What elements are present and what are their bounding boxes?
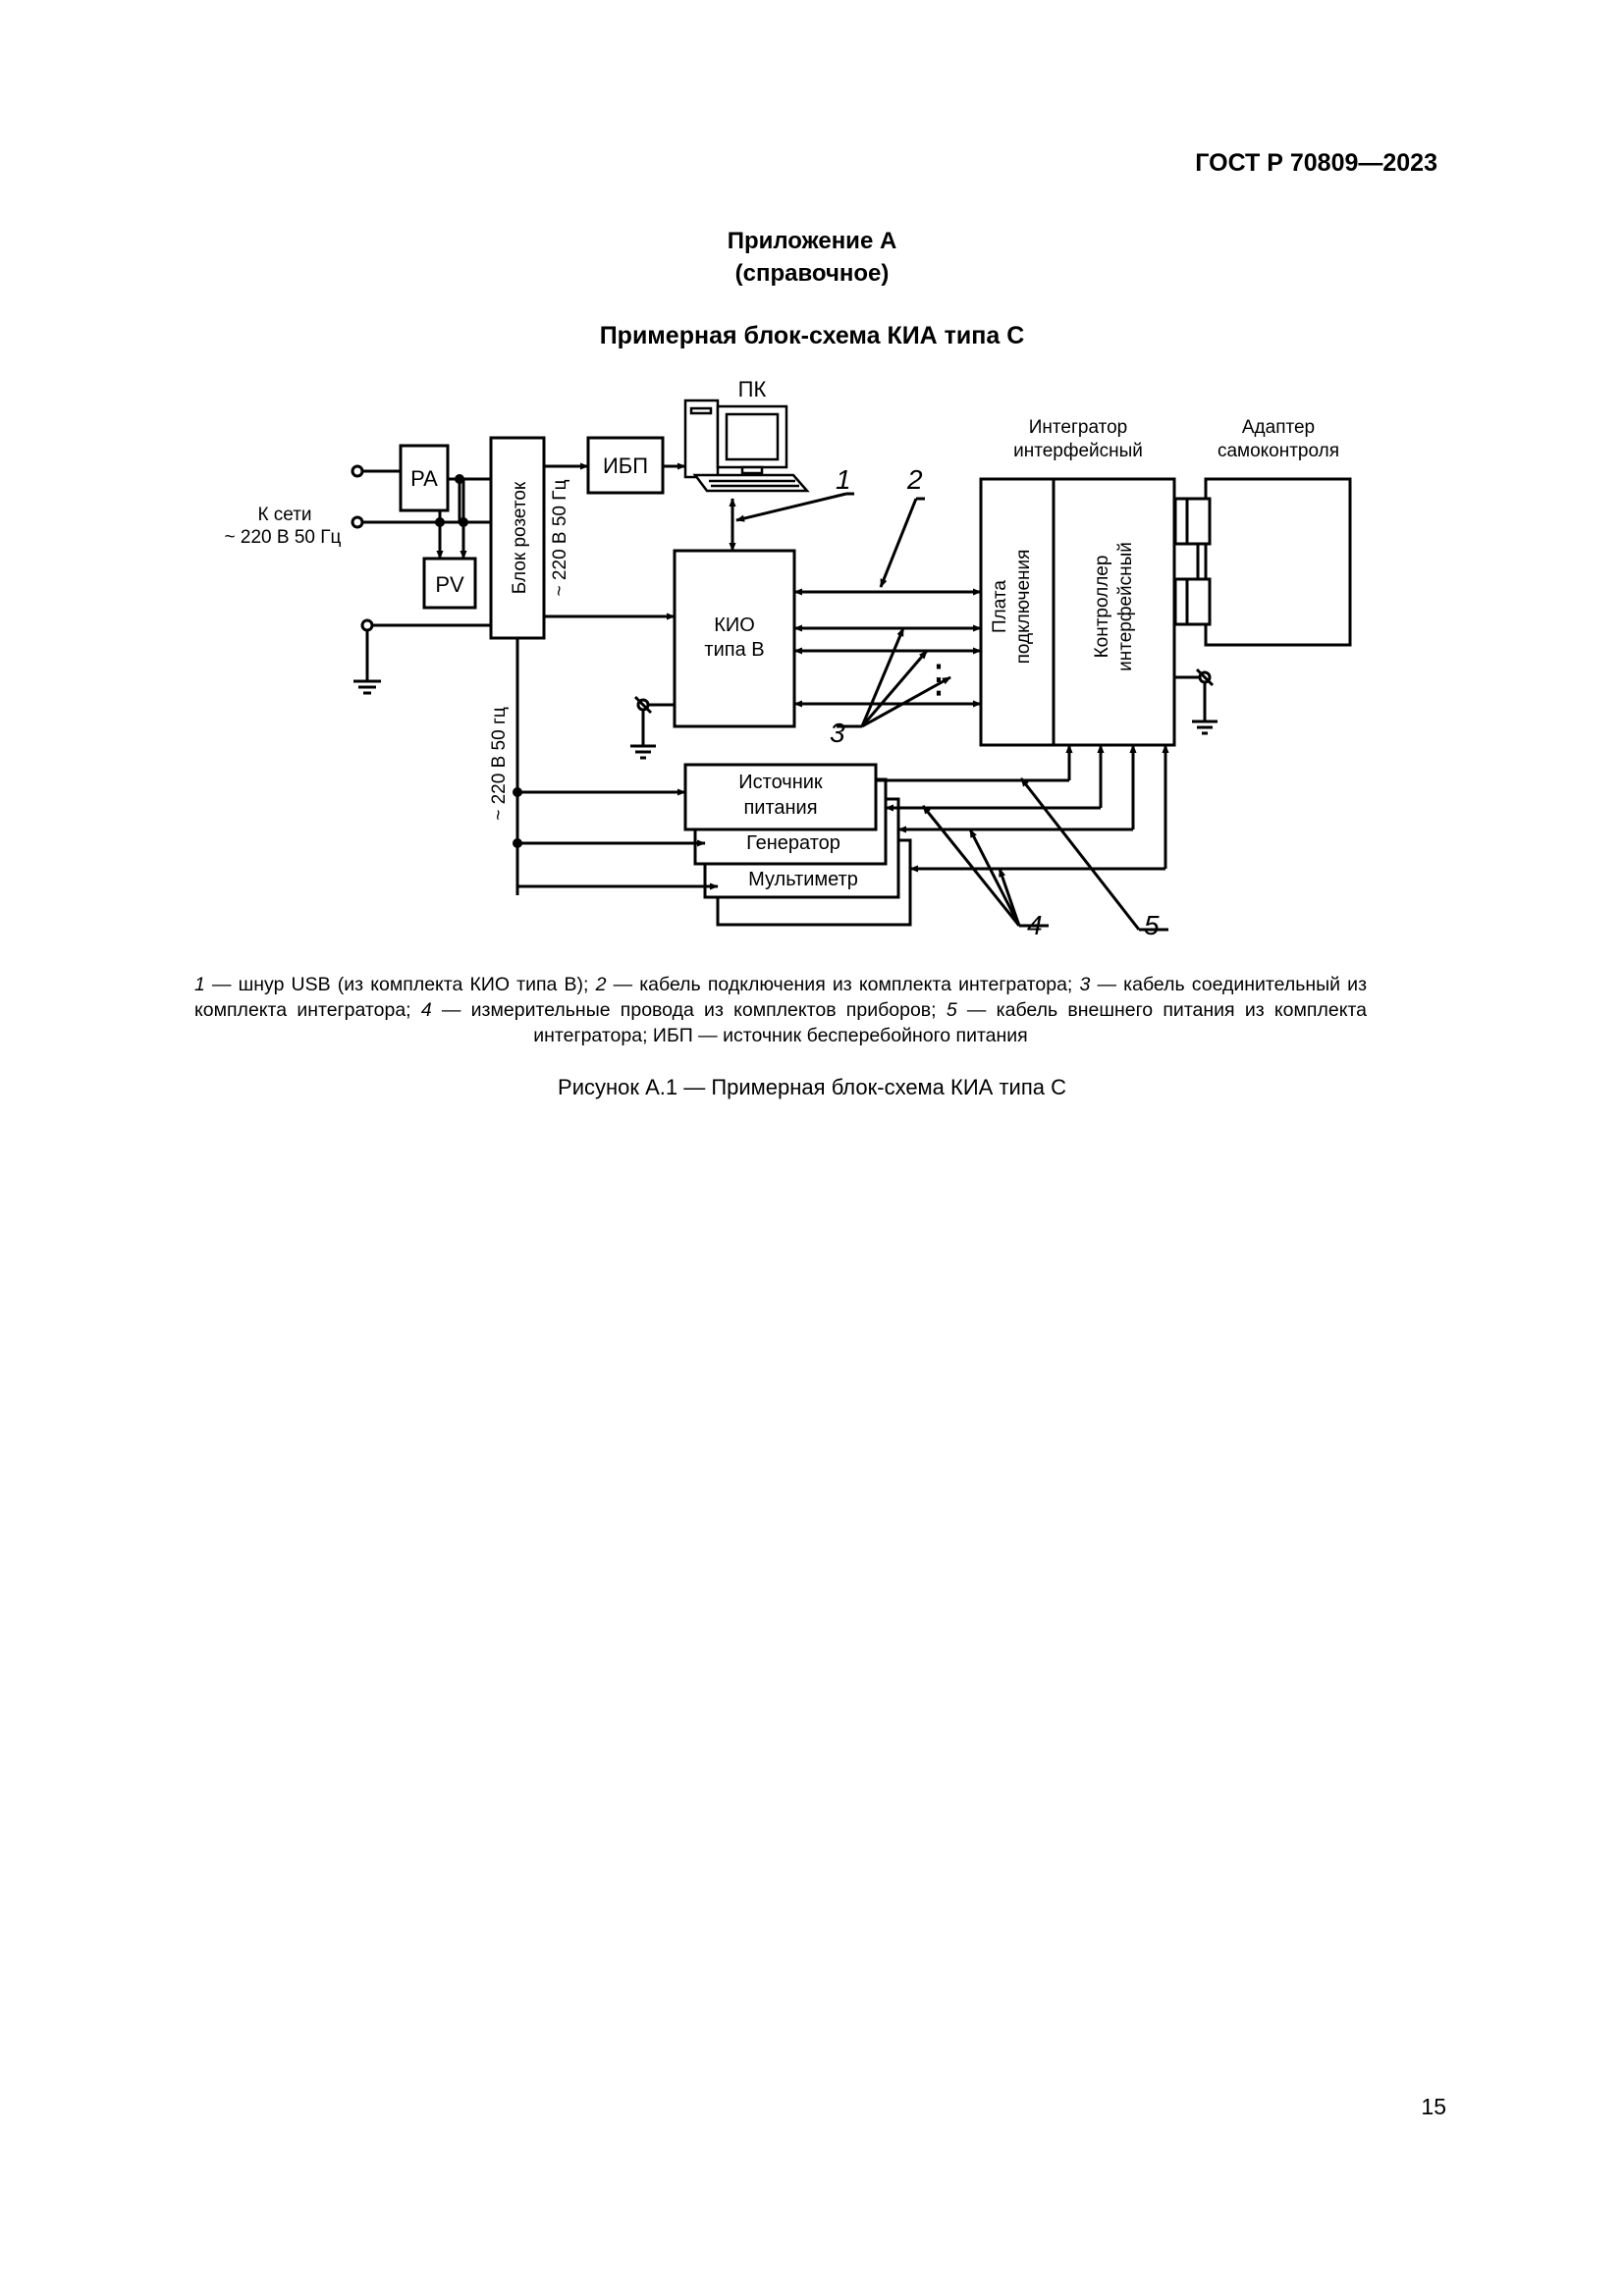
legend-text-4: — измерительные провода из комплектов пр… <box>431 999 947 1021</box>
page-number: 15 <box>1421 2094 1446 2119</box>
ups-box <box>586 436 665 495</box>
power-source-label-line2: питания <box>743 797 817 819</box>
power-source-label-line1: Источник <box>738 772 823 793</box>
bus-ellipsis: ⋮ <box>919 658 958 701</box>
callout-4: 4 <box>1027 910 1043 940</box>
integrator-label-line2: интерфейсный <box>1013 441 1143 461</box>
integrator-label-line1: Интегратор <box>1029 417 1127 438</box>
callout-2: 2 <box>906 464 923 495</box>
pv-label: PV <box>435 572 464 597</box>
ups-label: ИБП <box>603 454 648 478</box>
integrator-box <box>979 477 1176 747</box>
pc-label: ПК <box>738 377 767 401</box>
legend-text-2: — кабель подключения из комплекта интегр… <box>606 974 1080 995</box>
kio-label-line2: типа В <box>704 639 764 661</box>
appendix-subtitle: (справочное) <box>734 260 890 287</box>
board-label-line2: подключения <box>1013 550 1034 665</box>
pc-computer-icon <box>683 399 810 493</box>
legend-num-4: 4 <box>420 999 432 1021</box>
block-diagram: ⋮ ПК ИБП PA PV К сети ~ 220 В 50 Гц Блок… <box>225 377 1352 940</box>
figure-legend: 1 — шнур USB (из комплекта КИО типа В); … <box>194 972 1367 1048</box>
legend-text-1: — шнур USB (из комплекта КИО типа В); <box>204 974 596 995</box>
callout-5: 5 <box>1144 910 1160 940</box>
pa-meter-box <box>399 444 450 512</box>
mains-label-line2: ~ 220 В 50 Гц <box>225 527 342 548</box>
socket-block-label: Блок розеток <box>510 481 530 594</box>
legend-text-3: — кабель соединительный из комплекта инт… <box>194 974 1368 1021</box>
controller-label-line2: интерфейсный <box>1115 542 1136 671</box>
callout-1: 1 <box>836 464 851 495</box>
legend-num-3: 3 <box>1079 974 1091 995</box>
legend-num-1: 1 <box>194 974 205 995</box>
figure-caption: Рисунок А.1 — Примерная блок-схема КИА т… <box>558 1075 1066 1099</box>
callout-3: 3 <box>830 718 845 748</box>
power-source-box <box>683 763 878 831</box>
socket-output-voltage-label: ~ 220 В 50 Гц <box>550 479 570 596</box>
legend-num-5: 5 <box>946 999 957 1021</box>
appendix-title: Приложение А <box>727 228 897 254</box>
legend-text-5: — кабель внешнего питания из комплекта и… <box>533 999 1367 1046</box>
figure-title: Примерная блок-схема КИА типа С <box>599 322 1025 349</box>
multimeter-label: Мультиметр <box>748 869 858 890</box>
legend-num-2: 2 <box>595 974 607 995</box>
document-header-standard: ГОСТ Р 70809—2023 <box>1195 149 1437 177</box>
board-label-line1: Плата <box>990 580 1010 633</box>
adapter-label-line2: самоконтроля <box>1218 441 1339 461</box>
kio-box <box>673 549 796 728</box>
pa-label: PA <box>410 466 438 491</box>
mains-label-line1: К сети <box>257 505 311 525</box>
adapter-label-line1: Адаптер <box>1242 417 1315 438</box>
kio-label-line1: КИО <box>714 614 755 636</box>
controller-label-line1: Контроллер <box>1092 556 1112 659</box>
pv-meter-box <box>422 557 477 610</box>
generator-label: Генератор <box>746 832 840 854</box>
adapter-box <box>1204 477 1352 647</box>
instrument-supply-voltage-label: ~ 220 В 50 гц <box>489 707 510 821</box>
